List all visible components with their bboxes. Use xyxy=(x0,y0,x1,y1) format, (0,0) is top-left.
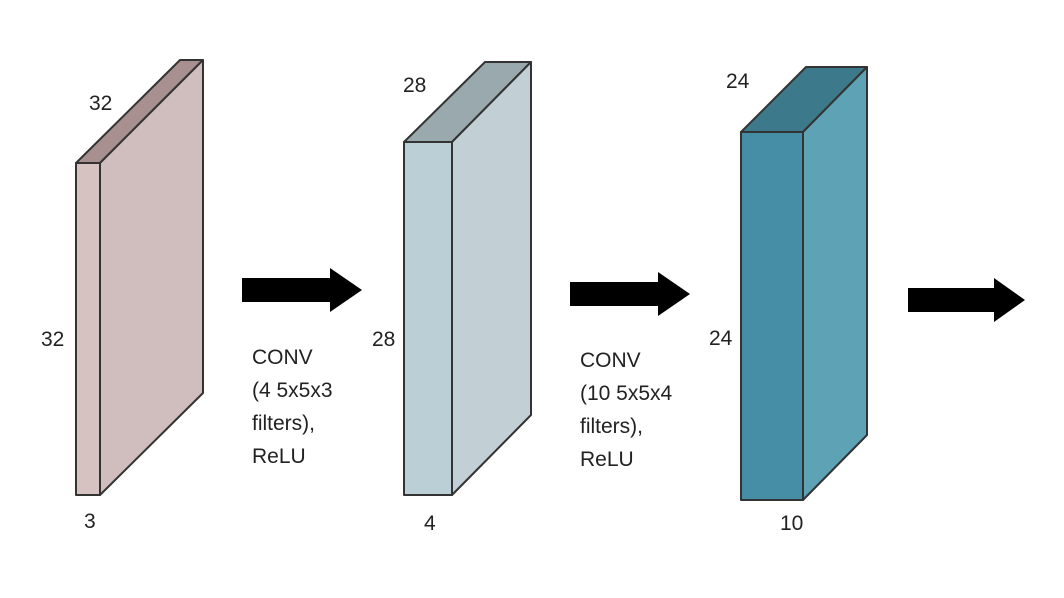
arrow-3 xyxy=(908,278,1025,322)
conv2-label-line-3: filters), xyxy=(580,415,643,438)
arrow-2 xyxy=(570,272,690,316)
conv1-label: CONV (4 5x5x3 filters), ReLU xyxy=(252,346,338,468)
conv1-label-line-3: filters), xyxy=(252,412,315,435)
input-volume-front-face xyxy=(75,162,101,496)
input-volume-top-label: 32 xyxy=(89,92,112,115)
conv2-label: CONV (10 5x5x4 filters), ReLU xyxy=(580,349,678,471)
conv2-volume-top-label: 24 xyxy=(726,70,750,93)
conv2-volume-height-label: 24 xyxy=(709,327,733,350)
conv2-label-line-2: (10 5x5x4 xyxy=(580,382,673,405)
conv2-label-line-1: CONV xyxy=(580,349,641,372)
conv1-label-line-2: (4 5x5x3 xyxy=(252,379,333,402)
conv2-label-line-4: ReLU xyxy=(580,448,634,471)
input-volume-depth-label: 3 xyxy=(84,510,96,533)
conv2-volume-depth-label: 10 xyxy=(780,512,803,535)
conv1-volume-front-face xyxy=(403,141,453,496)
arrow-1 xyxy=(242,268,362,312)
conv1-volume-depth-label: 4 xyxy=(424,512,436,535)
conv1-volume-top-label: 28 xyxy=(403,74,426,97)
conv2-volume xyxy=(740,66,868,501)
input-volume xyxy=(75,59,204,496)
conv1-label-line-1: CONV xyxy=(252,346,313,369)
conv1-volume-height-label: 28 xyxy=(372,328,395,351)
input-volume-height-label: 32 xyxy=(41,328,64,351)
conv1-label-line-4: ReLU xyxy=(252,445,306,468)
conv2-volume-front-face xyxy=(740,131,804,501)
conv2-volume-side-face xyxy=(802,66,868,501)
conv1-volume xyxy=(403,61,532,496)
